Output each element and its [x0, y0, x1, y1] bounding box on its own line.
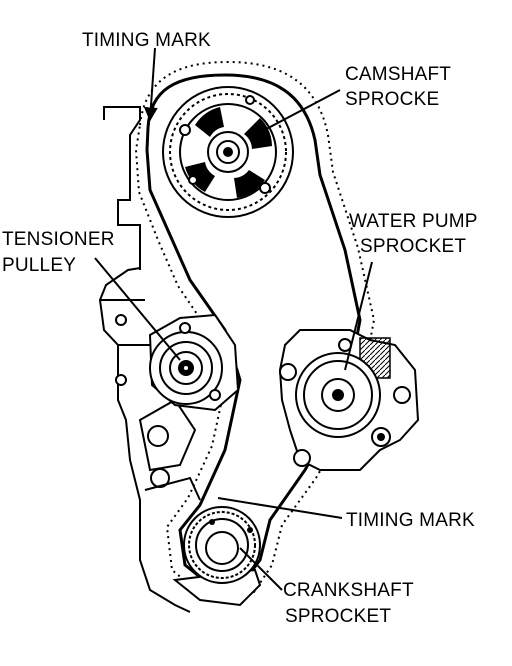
bolt-icon	[115, 374, 127, 386]
label-water-pump-line1: WATER PUMP	[349, 211, 478, 232]
label-crankshaft-line2: SPROCKET	[285, 606, 391, 627]
label-camshaft-line2: SPROCKE	[345, 89, 439, 110]
label-timing-mark-bottom: TIMING MARK	[346, 510, 475, 531]
bolt-icon	[279, 363, 297, 381]
bolt-icon	[179, 322, 191, 334]
label-timing-mark-top: TIMING MARK	[82, 30, 211, 51]
leader-tensioner	[94, 257, 181, 361]
leader-timing-mark-bottom	[217, 497, 343, 519]
label-camshaft-line1: CAMSHAFT	[345, 64, 451, 85]
leader-timing-mark-top	[143, 47, 158, 122]
tensioner-pulley	[148, 313, 240, 412]
bolt-icon	[209, 389, 221, 401]
water-pump	[278, 329, 420, 471]
bolt-icon	[115, 314, 127, 326]
bolt-icon	[179, 124, 191, 136]
bolt-icon	[393, 386, 411, 404]
leader-camshaft	[254, 89, 341, 136]
bolt-icon	[259, 182, 271, 194]
bolt-icon	[188, 175, 198, 185]
label-tensioner-line1: TENSIONER	[2, 229, 115, 250]
leader-water-pump	[344, 261, 373, 371]
leader-lines	[94, 47, 373, 591]
bolt-icon	[293, 449, 311, 467]
crankshaft-sprocket	[172, 506, 262, 607]
leader-crankshaft	[239, 547, 283, 591]
label-crankshaft-line1: CRANKSHAFT	[283, 580, 414, 601]
bolt-icon	[245, 95, 255, 105]
bolt-icon	[147, 425, 169, 447]
engine-block	[98, 106, 201, 613]
label-water-pump-line2: SPROCKET	[360, 236, 466, 257]
timing-belt	[134, 60, 376, 600]
camshaft-sprocket	[162, 86, 294, 218]
label-tensioner-line2: PULLEY	[2, 255, 76, 276]
